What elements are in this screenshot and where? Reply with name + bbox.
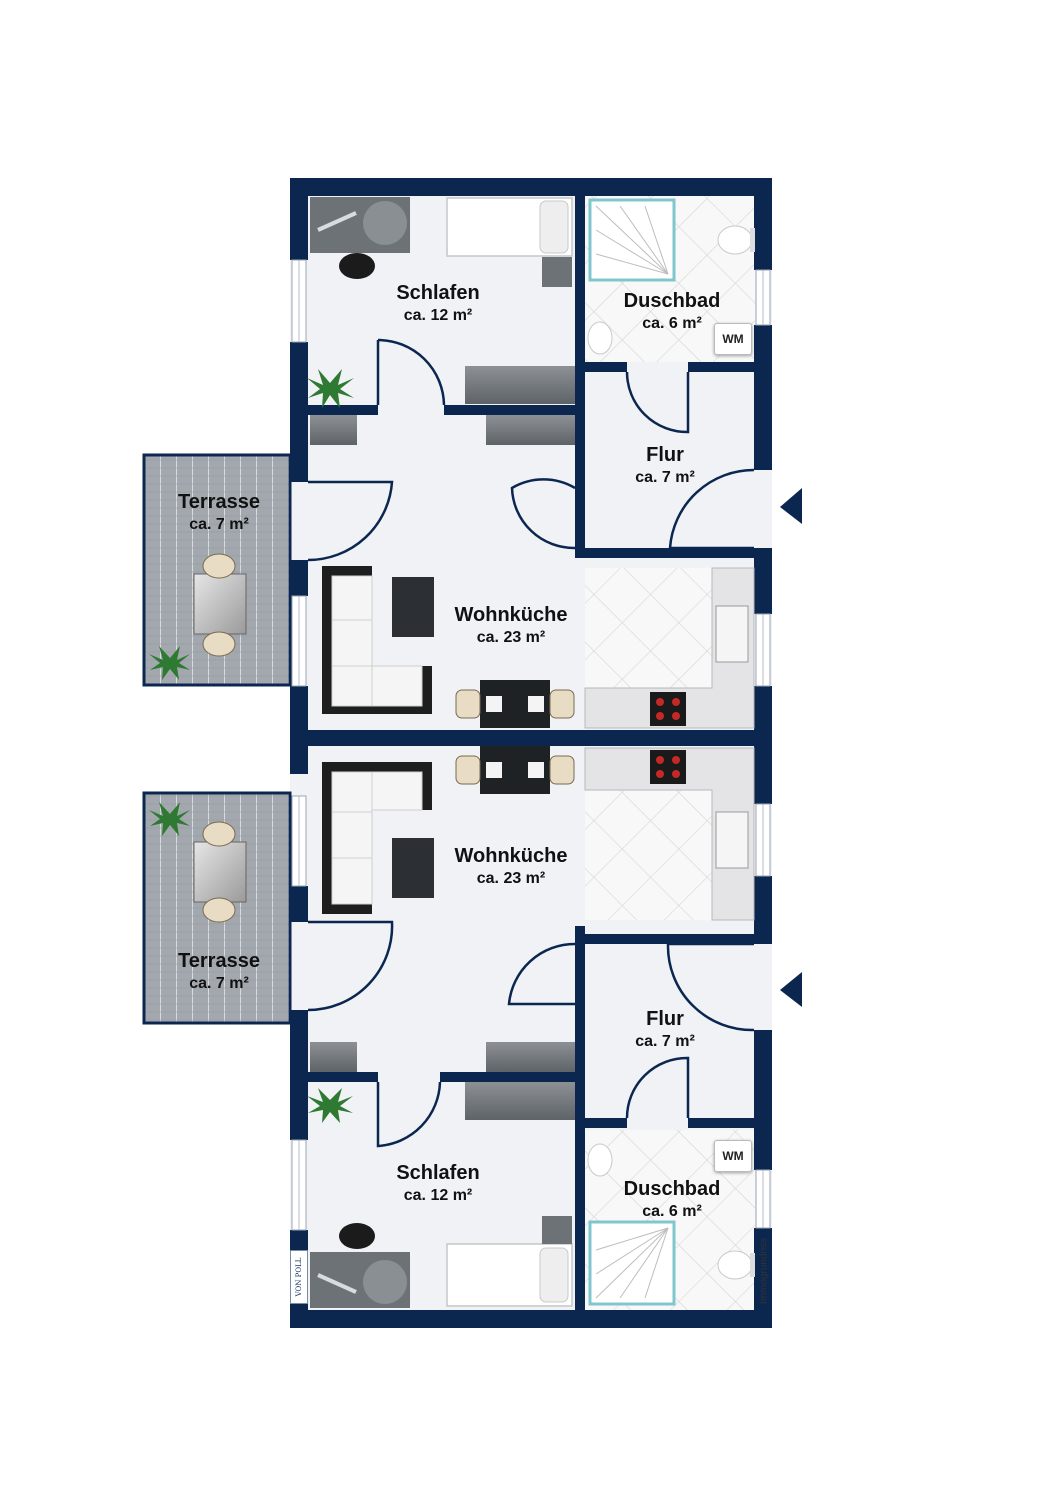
room-area: ca. 6 m² xyxy=(642,315,702,332)
dining-set-lower xyxy=(455,746,575,794)
brand-text: Immogrundriss xyxy=(758,1237,770,1305)
room-name: Flur xyxy=(646,1008,684,1030)
wardrobe xyxy=(465,1082,575,1120)
room-name: Wohnküche xyxy=(454,604,568,626)
entrance-arrow-icon xyxy=(780,972,802,1007)
room-area: ca. 7 m² xyxy=(635,469,695,486)
room-label-schlafen-lower: Schlafen ca. 12 m² xyxy=(396,1161,479,1207)
doors xyxy=(307,338,755,1148)
room-name: Terrasse xyxy=(178,950,260,972)
terrace-set-lower xyxy=(193,821,247,923)
shower-icon xyxy=(588,1220,676,1306)
toilet-icon xyxy=(717,1250,755,1280)
room-area: ca. 7 m² xyxy=(189,516,249,533)
kitchen-counter-upper xyxy=(584,567,755,729)
room-label-wohnkueche-upper: Wohnküche ca. 23 m² xyxy=(455,603,568,649)
cabinet xyxy=(486,415,575,445)
room-label-terrasse-lower: Terrasse ca. 7 m² xyxy=(178,949,260,995)
coffee-table xyxy=(392,577,434,637)
room-label-flur-upper: Flur ca. 7 m² xyxy=(635,443,695,489)
room-name: Schlafen xyxy=(396,282,480,304)
plant-icon xyxy=(307,1088,353,1123)
entrance-arrow-icon xyxy=(780,488,802,524)
room-area: ca. 12 m² xyxy=(403,1187,473,1204)
shower-icon xyxy=(588,198,676,282)
plant-icon xyxy=(307,369,354,408)
room-label-schlafen-upper: Schlafen ca. 12 m² xyxy=(396,281,479,327)
room-label-wohnkueche-lower: Wohnküche ca. 23 m² xyxy=(455,844,568,890)
room-name: Duschbad xyxy=(623,290,721,312)
sofa-lower xyxy=(322,762,432,914)
logo: VON POLL xyxy=(290,1250,308,1304)
cabinet xyxy=(310,415,357,445)
room-name: Duschbad xyxy=(623,1178,721,1200)
room-label-flur-lower: Flur ca. 7 m² xyxy=(635,1007,695,1053)
walls xyxy=(290,178,772,1328)
room-name: Terrasse xyxy=(178,491,260,513)
kitchen-counter-lower xyxy=(584,747,755,921)
bed-lower xyxy=(446,1216,573,1307)
room-area: ca. 7 m² xyxy=(189,975,249,992)
coffee-table xyxy=(392,838,434,898)
room-name: Schlafen xyxy=(396,1162,480,1184)
room-area: ca. 7 m² xyxy=(635,1033,695,1050)
room-area: ca. 23 m² xyxy=(476,870,546,887)
room-area: ca. 12 m² xyxy=(403,307,473,324)
cabinet xyxy=(486,1042,575,1072)
room-name: Flur xyxy=(646,444,684,466)
bed-upper xyxy=(446,197,573,287)
terrace-set-upper xyxy=(193,553,247,657)
dining-set-upper xyxy=(455,680,575,728)
cabinet xyxy=(310,1042,357,1072)
toilet-icon xyxy=(717,225,755,255)
plant-icon xyxy=(149,646,190,680)
desk-upper xyxy=(310,197,410,279)
washing-machine-badge: WM xyxy=(714,1140,752,1172)
room-area: ca. 6 m² xyxy=(642,1203,702,1220)
desk-lower xyxy=(310,1223,410,1308)
sink-icon xyxy=(587,1143,613,1177)
room-area: ca. 23 m² xyxy=(476,629,546,646)
logo-text: VON POLL xyxy=(295,1257,303,1297)
room-label-duschbad-lower: Duschbad ca. 6 m² xyxy=(624,1177,721,1223)
room-name: Wohnküche xyxy=(454,845,568,867)
sink-icon xyxy=(587,321,613,355)
plant-icon xyxy=(149,802,190,836)
room-label-terrasse-upper: Terrasse ca. 7 m² xyxy=(178,490,260,536)
sofa-upper xyxy=(322,566,432,714)
room-label-duschbad-upper: Duschbad ca. 6 m² xyxy=(624,289,721,335)
washing-machine-badge: WM xyxy=(714,323,752,355)
wardrobe xyxy=(465,366,575,404)
brand-side-text: Immogrundriss xyxy=(757,1232,771,1310)
